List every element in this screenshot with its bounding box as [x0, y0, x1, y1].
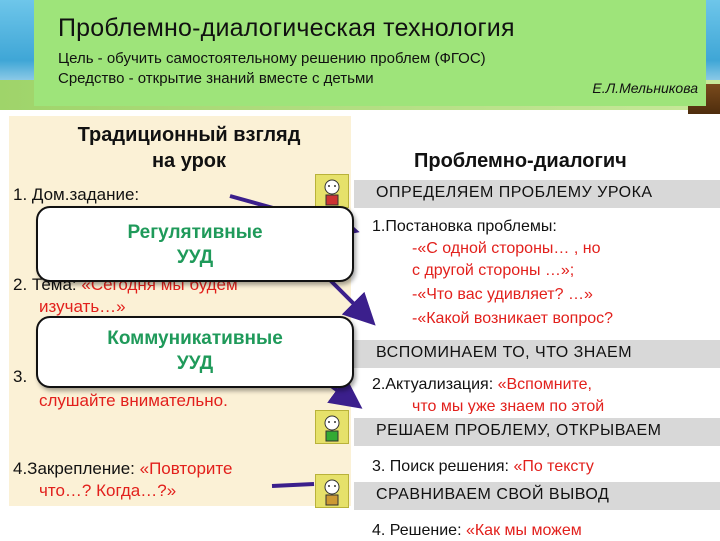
step1-line-b: с другой стороны …»; [412, 260, 574, 281]
traditional-panel: Традиционный взгляд на урок 1. Дом.задан… [9, 116, 351, 506]
step3-label: 3. Поиск решения: [372, 458, 513, 475]
regulatory-uud-callout: Регулятивные УУД [36, 206, 354, 282]
goal-line: Цель - обучить самостоятельному решению … [58, 49, 706, 69]
step3-quote: «По тексту [513, 458, 593, 475]
heading-line-2: на урок [39, 148, 339, 174]
step2-quote-2: что мы уже знаем по этой [412, 396, 604, 414]
item-three: 3. [13, 366, 27, 388]
step4-label: 4. Решение: [372, 522, 466, 539]
step4-quote: «Как мы можем [466, 522, 582, 539]
step1-line-d: -«Какой возникает вопрос? [412, 308, 613, 326]
traditional-heading: Традиционный взгляд на урок [39, 122, 339, 174]
communicative-line-1: Коммуникативные [38, 326, 352, 351]
step2-quote: «Вспомните, [498, 376, 592, 393]
communicative-uud-callout: Коммуникативные УУД [36, 316, 354, 388]
page-title: Проблемно-диалогическая технология [58, 14, 706, 43]
step3-line: 3. Поиск решения: «По тексту [372, 456, 594, 477]
item-consolidation: 4.Закрепление: «Повторите [13, 458, 232, 480]
item-homework: 1. Дом.задание: [13, 184, 139, 206]
header-banner: Проблемно-диалогическая технология Цель … [34, 0, 706, 106]
author: Е.Л.Мельникова [592, 80, 698, 96]
step2-label: 2.Актуализация: [372, 376, 498, 393]
thinking-child-icon [315, 174, 349, 208]
item-three-quote: слушайте внимательно. [39, 390, 228, 412]
regulatory-line-2: УУД [38, 245, 352, 270]
item-consolidation-label: 4.Закрепление: [13, 459, 140, 478]
item-consolidation-quote-2: что…? Когда…?» [39, 480, 176, 502]
step2-line: 2.Актуализация: «Вспомните, [372, 374, 592, 395]
idea-child-icon [315, 410, 349, 444]
step-bar-define: ОПРЕДЕЛЯЕМ ПРОБЛЕМУ УРОКА [354, 180, 720, 208]
step-bar-solve: РЕШАЕМ ПРОБЛЕМУ, ОТКРЫВАЕМ [354, 418, 720, 446]
step-bar-recall: ВСПОМИНАЕМ ТО, ЧТО ЗНАЕМ [354, 340, 720, 368]
step1-line-a: -«С одной стороны… , но [412, 238, 600, 259]
heading-line-1: Традиционный взгляд [39, 122, 339, 148]
comparing-child-icon [315, 474, 349, 508]
step4-line: 4. Решение: «Как мы можем [372, 520, 582, 541]
item-consolidation-quote: «Повторите [140, 459, 233, 478]
step-bar-compare: СРАВНИВАЕМ СВОЙ ВЫВОД [354, 482, 720, 510]
problem-dialogue-heading: Проблемно-диалогич [414, 150, 627, 173]
step1-label: 1.Постановка проблемы: [372, 216, 557, 237]
item-topic-quote-2: изучать…» [39, 296, 126, 318]
regulatory-line-1: Регулятивные [38, 220, 352, 245]
communicative-line-2: УУД [38, 351, 352, 376]
step1-line-c: -«Что вас удивляет? …» [412, 284, 593, 305]
